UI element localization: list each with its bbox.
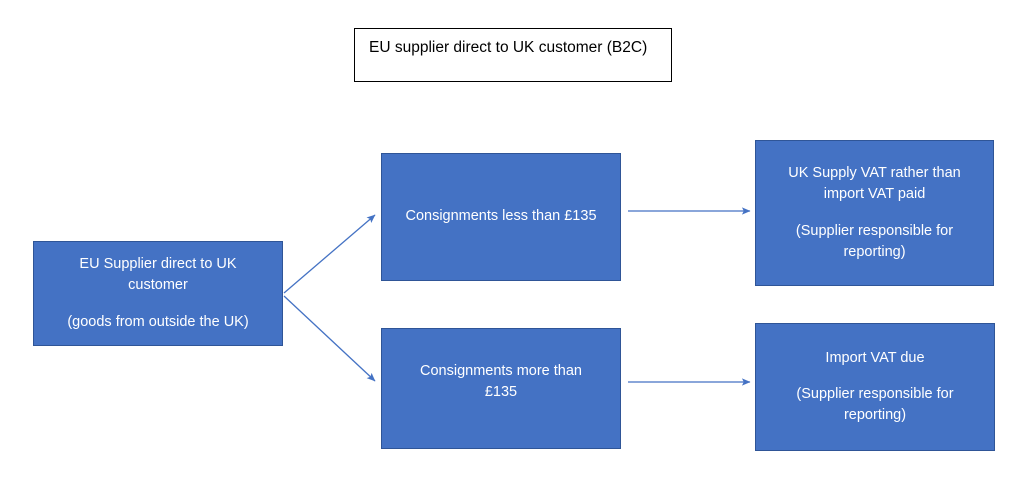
node-consignments-under-135[interactable]: Consignments less than £135 [381, 153, 621, 281]
node-under-135-line-1: Consignments less than £135 [405, 208, 597, 225]
node-eu-supplier-source[interactable]: EU Supplier direct to UK customer (goods… [33, 241, 283, 346]
node-consignments-over-135[interactable]: Consignments more than £135 [381, 328, 621, 449]
node-uk-supply-line-1: UK Supply VAT rather than [788, 165, 961, 182]
node-source-line-3: (goods from outside the UK) [67, 313, 249, 330]
node-source-line-1: EU Supplier direct to UK [79, 256, 237, 273]
node-source-line-2: customer [128, 277, 188, 294]
node-import-vat-line-2: (Supplier responsible for [796, 385, 954, 402]
node-uk-supply-line-4: reporting) [843, 243, 906, 260]
arrow-source-to-under-135 [283, 214, 376, 294]
node-over-135-line-2: £135 [484, 384, 518, 401]
node-uk-supply-line-3: (Supplier responsible for [795, 222, 954, 239]
node-import-vat-line-3: reporting) [843, 407, 907, 423]
node-over-135-line-1: Consignments more than [420, 363, 582, 379]
arrow-source-to-over-135 [283, 295, 376, 382]
node-import-vat-line-1: Import VAT due [825, 349, 925, 366]
node-import-vat-due[interactable]: Import VAT due (Supplier responsible for… [755, 323, 995, 451]
diagram-title-box: EU supplier direct to UK customer (B2C) [354, 28, 672, 82]
node-uk-supply-line-2: import VAT paid [823, 186, 926, 203]
node-uk-supply-vat[interactable]: UK Supply VAT rather than import VAT pai… [755, 140, 994, 286]
diagram-title-text: EU supplier direct to UK customer (B2C) [369, 39, 648, 56]
